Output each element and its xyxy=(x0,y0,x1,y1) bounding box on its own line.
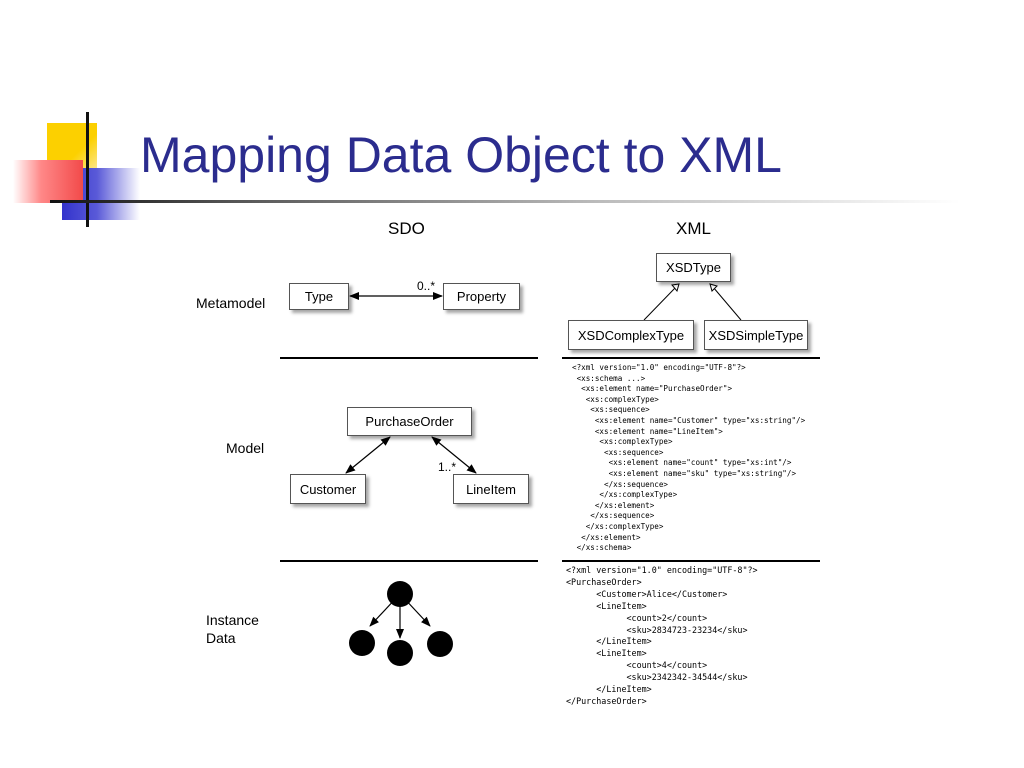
tree-root-node xyxy=(387,581,413,607)
horizontal-rule xyxy=(50,200,960,203)
property-box: Property xyxy=(443,283,520,310)
xml-schema-code: <?xml version="1.0" encoding="UTF-8"?> <… xyxy=(572,363,806,553)
model-row-label: Model xyxy=(226,440,265,456)
type-box: Type xyxy=(289,283,349,310)
metamodel-row-label: Metamodel xyxy=(196,295,266,311)
instance-row-label-line2: Data xyxy=(206,630,236,646)
property-multiplicity: 0..* xyxy=(417,279,436,293)
slide-title: Mapping Data Object to XML xyxy=(140,127,782,183)
purchaseorder-lineitem-association xyxy=(431,436,477,474)
lineitem-multiplicity: 1..* xyxy=(438,460,457,474)
complex-inheritance-line xyxy=(643,286,677,321)
xml-column-header: XML xyxy=(676,219,711,238)
xml-instance-code: <?xml version="1.0" encoding="UTF-8"?> <… xyxy=(566,565,758,706)
xsdsimpletype-box: XSDSimpleType xyxy=(704,320,808,350)
purchaseorder-customer-association xyxy=(345,436,391,474)
xsdcomplextype-box: XSDComplexType xyxy=(568,320,694,350)
red-square xyxy=(13,160,83,203)
customer-box: Customer xyxy=(290,474,366,504)
vertical-rule xyxy=(86,112,89,227)
sdo-separator-1 xyxy=(280,357,538,359)
complex-inheritance-arrowhead xyxy=(671,283,680,293)
sdo-column-header: SDO xyxy=(388,219,425,238)
instance-row-label-line1: Instance xyxy=(206,612,259,628)
simple-inheritance-arrowhead xyxy=(709,283,718,292)
simple-inheritance-line xyxy=(712,286,742,321)
purchaseorder-box: PurchaseOrder xyxy=(347,407,472,436)
xml-separator-1 xyxy=(562,357,820,359)
tree-child-node-middle xyxy=(387,640,413,666)
lineitem-box: LineItem xyxy=(453,474,529,504)
tree-child-node-right xyxy=(427,631,453,657)
sdo-separator-2 xyxy=(280,560,538,562)
xsdtype-box: XSDType xyxy=(656,253,731,282)
xml-separator-2 xyxy=(562,560,820,562)
tree-child-node-left xyxy=(349,630,375,656)
title-decoration xyxy=(0,0,960,230)
